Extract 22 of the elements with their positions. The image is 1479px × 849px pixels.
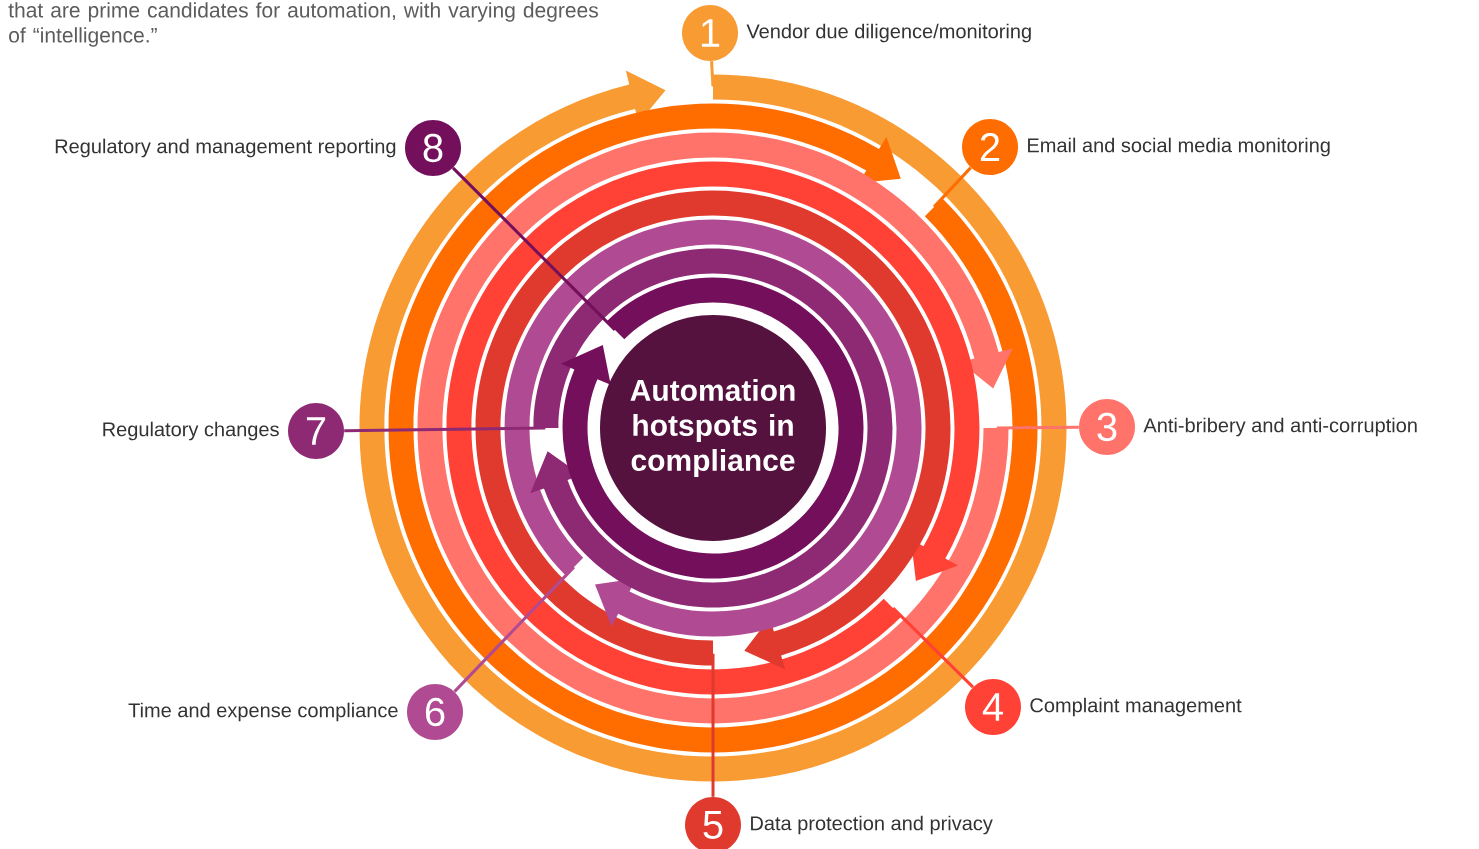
step-label: Data protection and privacy	[751, 815, 993, 835]
step-label: Time and expense compliance	[128, 702, 398, 722]
ring-band	[475, 190, 951, 670]
step-label: Anti-bribery and anti-corruption	[1143, 417, 1417, 437]
leader-line	[451, 166, 616, 331]
leader-line	[344, 426, 546, 433]
leader-line	[996, 425, 1079, 430]
leader-line	[933, 166, 972, 208]
ring-band	[561, 277, 864, 579]
leader-line	[892, 607, 975, 689]
step-label: Vendor due diligence/monitoring	[746, 23, 1031, 43]
intro-text: that are prime candidates for automation, with varying degrees of “intelligence.”	[8, 2, 598, 47]
leader-line	[710, 61, 715, 87]
step-label: Complaint management	[1030, 697, 1242, 717]
ring-band	[446, 161, 980, 695]
step-label: Regulatory and management reporting	[55, 138, 396, 158]
leader-line	[453, 566, 575, 693]
ring-band	[530, 248, 893, 608]
step-label: Regulatory changes	[103, 421, 279, 441]
leader-line	[711, 653, 715, 797]
step-label: Email and social media monitoring	[1028, 137, 1330, 157]
ring-band	[504, 219, 922, 637]
